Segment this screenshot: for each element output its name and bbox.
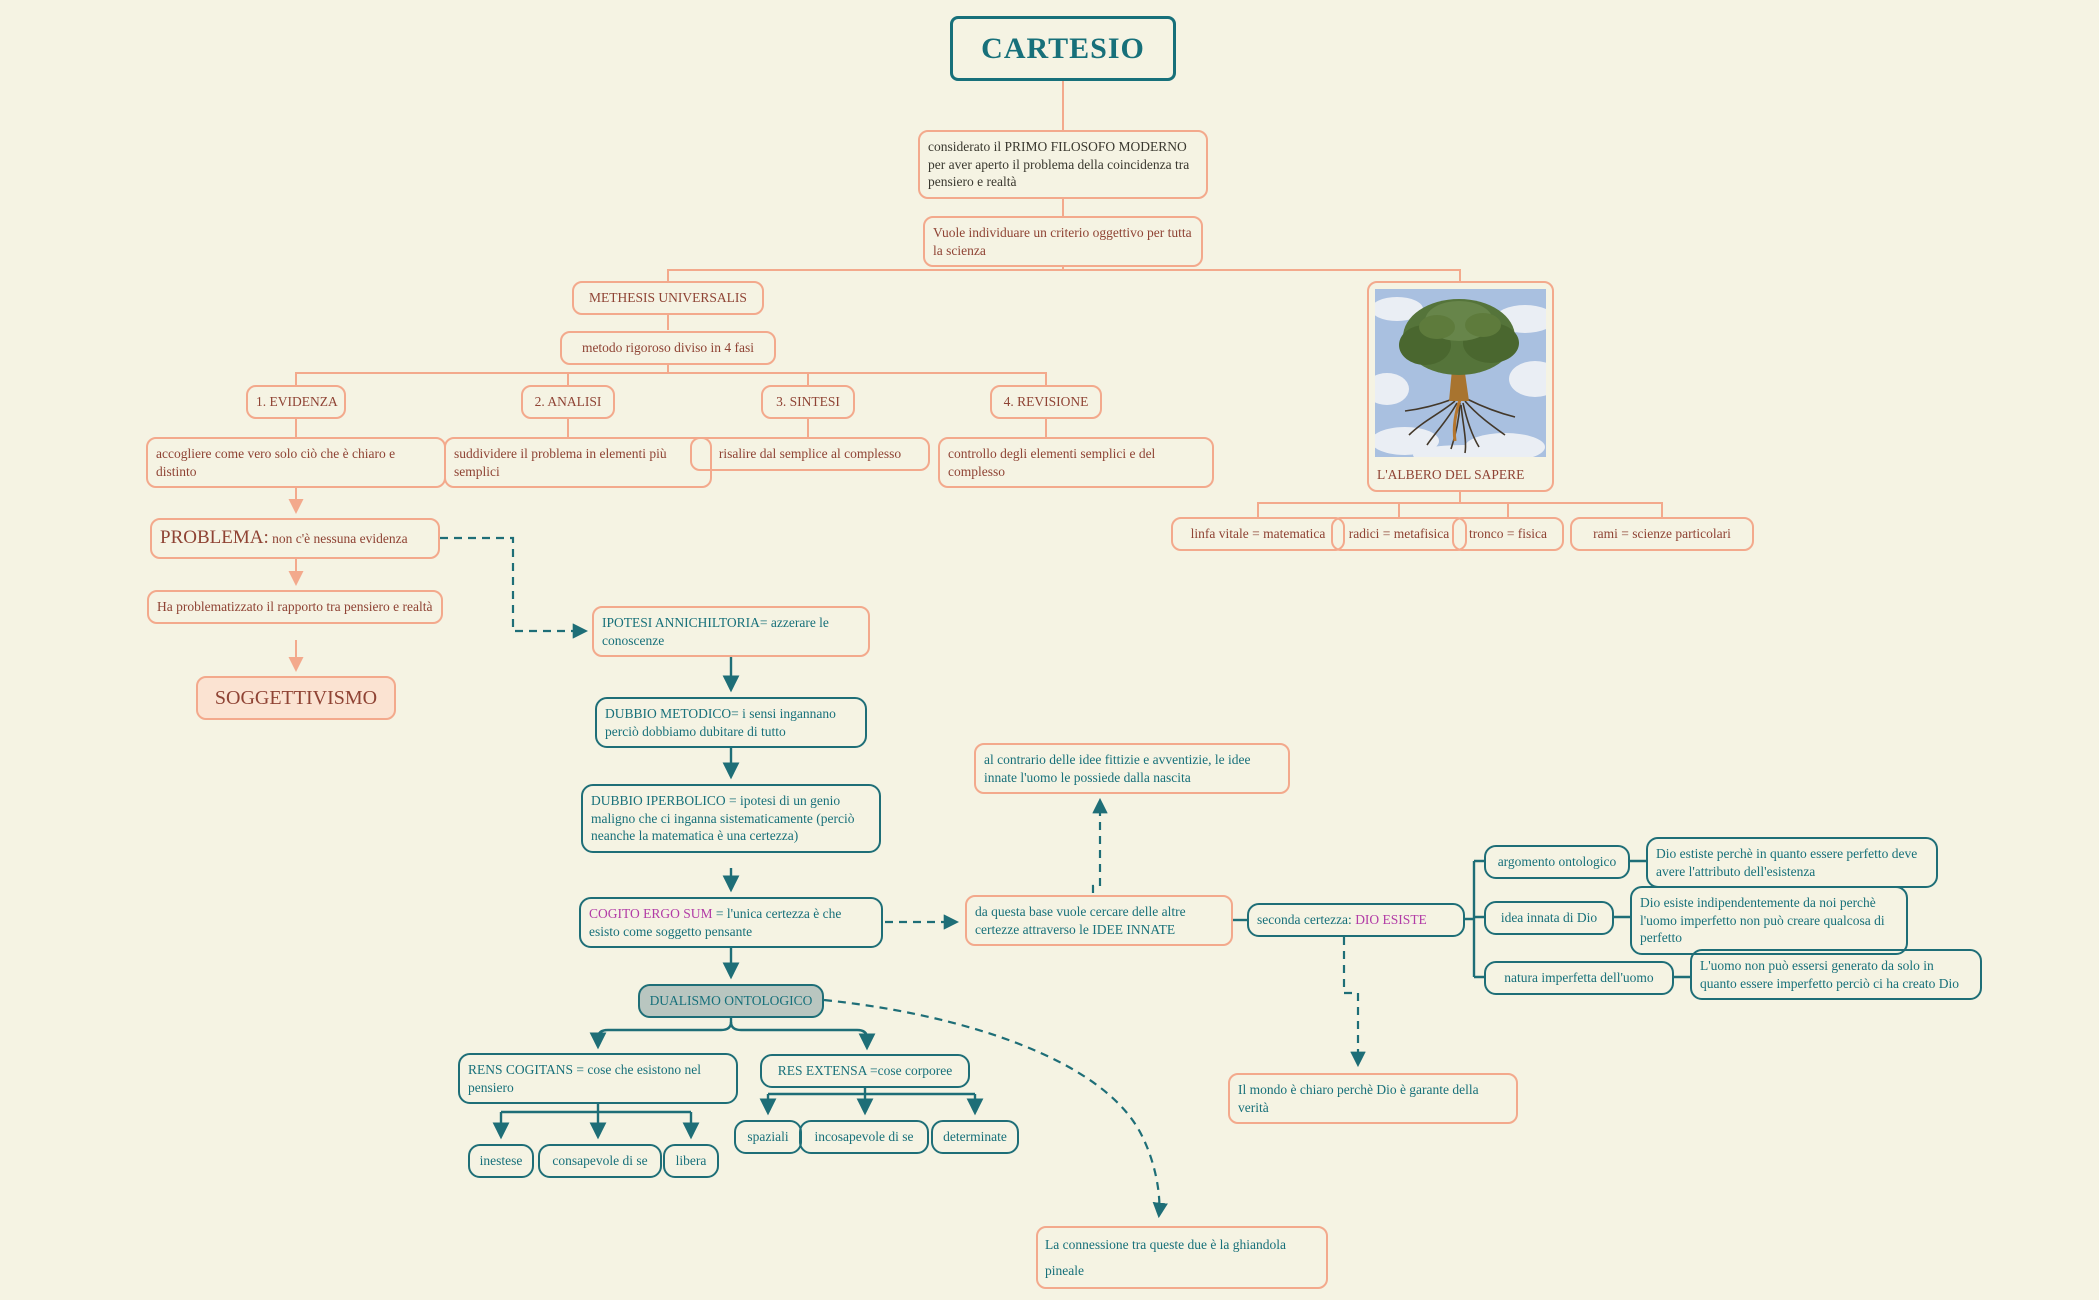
node-idea-innata-di-dio[interactable]: idea innata di Dio: [1484, 901, 1614, 935]
node-desc-evidenza[interactable]: accogliere come vero solo ciò che è chia…: [146, 437, 446, 489]
tree-canopy: [1399, 299, 1519, 375]
node-desc-analisi[interactable]: suddividere il problema in elementi più …: [444, 437, 712, 489]
dashed-problema-ipotesi: [440, 536, 589, 639]
edge-secondacertezza-argomenti: [1465, 859, 1484, 979]
node-al-contrario-idee[interactable]: al contrario delle idee fittizie e avven…: [974, 743, 1290, 795]
edge-albero-children: [1257, 492, 1663, 517]
node-desc-natura-imperfetta[interactable]: L'uomo non può essersi generato da solo …: [1690, 949, 1982, 1001]
node-metodo-4-fasi[interactable]: metodo rigoroso diviso in 4 fasi: [560, 331, 776, 365]
edge-argomenti-descrizioni: [1614, 859, 1690, 979]
node-desc-revisione[interactable]: controllo degli elementi semplici e del …: [938, 437, 1214, 489]
node-argomento-ontologico[interactable]: argomento ontologico: [1484, 845, 1630, 879]
cogito-title: COGITO ERGO SUM: [589, 906, 713, 921]
node-res-extensa[interactable]: RES EXTENSA =cose corporee: [760, 1054, 970, 1088]
node-rami-scienze[interactable]: rami = scienze particolari: [1570, 517, 1754, 551]
node-ghiandola-pineale[interactable]: La connessione tra queste due è la ghian…: [1036, 1226, 1328, 1290]
node-fase-analisi[interactable]: 2. ANALISI: [521, 385, 615, 419]
node-cartesio[interactable]: CARTESIO: [950, 16, 1176, 81]
tree-image: [1365, 289, 1561, 465]
node-linfa-vitale[interactable]: linfa vitale = matematica: [1171, 517, 1345, 551]
node-soggettivismo[interactable]: SOGGETTIVISMO: [196, 676, 396, 720]
node-vuole-criterio[interactable]: Vuole individuare un criterio oggettivo …: [923, 216, 1203, 268]
problema-title: PROBLEMA:: [160, 527, 269, 548]
node-inestese[interactable]: inestese: [468, 1144, 534, 1178]
node-tronco-fisica[interactable]: tronco = fisica: [1452, 517, 1564, 551]
node-spaziali[interactable]: spaziali: [734, 1120, 802, 1154]
node-determinate[interactable]: determinate: [931, 1120, 1019, 1154]
problema-text: non c'è nessuna evidenza: [268, 531, 408, 546]
node-problema[interactable]: PROBLEMA: non c'è nessuna evidenza: [150, 518, 440, 559]
node-radici-metafisica[interactable]: radici = metafisica: [1331, 517, 1467, 551]
node-dubbio-metodico[interactable]: DUBBIO METODICO= i sensi ingannano perci…: [595, 697, 867, 749]
tree-roots: [1404, 398, 1516, 454]
node-rens-cogitans[interactable]: RENS COGITANS = cose che esistono nel pe…: [458, 1053, 738, 1105]
edge-rescogitans-rail: [501, 1103, 691, 1114]
node-fase-sintesi[interactable]: 3. SINTESI: [761, 385, 855, 419]
dio-esiste-text: DIO ESISTE: [1351, 912, 1427, 927]
node-idee-innate[interactable]: da questa base vuole cercare delle altre…: [965, 895, 1233, 947]
edge-fasi-descrizioni: [295, 417, 1047, 437]
node-dualismo-ontologico[interactable]: DUALISMO ONTOLOGICO: [638, 984, 824, 1018]
node-dubbio-iperbolico[interactable]: DUBBIO IPERBOLICO = ipotesi di un genio …: [581, 784, 881, 853]
node-natura-imperfetta[interactable]: natura imperfetta dell'uomo: [1484, 961, 1674, 995]
node-seconda-certezza[interactable]: seconda certezza: DIO ESISTE: [1247, 903, 1465, 937]
node-desc-argomento-ontologico[interactable]: Dio estiste perchè in quanto essere perf…: [1646, 837, 1938, 889]
node-ipotesi-annichiltoria[interactable]: IPOTESI ANNICHILTORIA= azzerare le conos…: [592, 606, 870, 658]
node-incosapevole-di-se[interactable]: incosapevole di se: [799, 1120, 929, 1154]
edge-vuole-branches: [667, 266, 1461, 281]
node-fase-revisione[interactable]: 4. REVISIONE: [990, 385, 1102, 419]
teal-edges: [492, 657, 1690, 1140]
dashed-secondacertezza-ilmondo: [1342, 937, 1366, 1068]
node-considerato[interactable]: considerato il PRIMO FILOSOFO MODERNO pe…: [918, 130, 1208, 199]
cogito-text: = l'unica certezza è che esisto come sog…: [589, 906, 842, 939]
dashed-dualismo-ghiandola: [823, 998, 1168, 1219]
node-desc-idea-innata[interactable]: Dio esiste indipendentemente da noi perc…: [1630, 886, 1908, 955]
albero-caption: L'ALBERO DEL SAPERE: [1377, 466, 1525, 482]
node-il-mondo-chiaro[interactable]: Il mondo è chiaro perchè Dio è garante d…: [1228, 1073, 1518, 1125]
node-cogito-ergo-sum[interactable]: COGITO ERGO SUM = l'unica certezza è che…: [579, 897, 883, 949]
node-consapevole-di-se[interactable]: consapevole di se: [538, 1144, 662, 1178]
teal-dashed-edges: [440, 536, 1366, 1219]
node-desc-sintesi[interactable]: risalire dal semplice al complesso: [690, 437, 930, 471]
node-albero-del-sapere[interactable]: L'ALBERO DEL SAPERE: [1365, 281, 1561, 492]
node-methesis-universalis[interactable]: METHESIS UNIVERSALIS: [572, 281, 764, 315]
dashed-ideeinnate-alcontrario: [1091, 797, 1108, 893]
edge-metodo-fasi: [295, 363, 1047, 385]
node-libera[interactable]: libera: [663, 1144, 719, 1178]
arrow-dualismo-rescogitans: [589, 1016, 733, 1050]
node-ha-problematizzato[interactable]: Ha problematizzato il rapporto tra pensi…: [147, 590, 443, 624]
seconda-certezza-text: seconda certezza:: [1257, 912, 1352, 927]
node-fase-evidenza[interactable]: 1. EVIDENZA: [246, 385, 346, 419]
arrow-dualismo-resextensa: [729, 1021, 876, 1051]
